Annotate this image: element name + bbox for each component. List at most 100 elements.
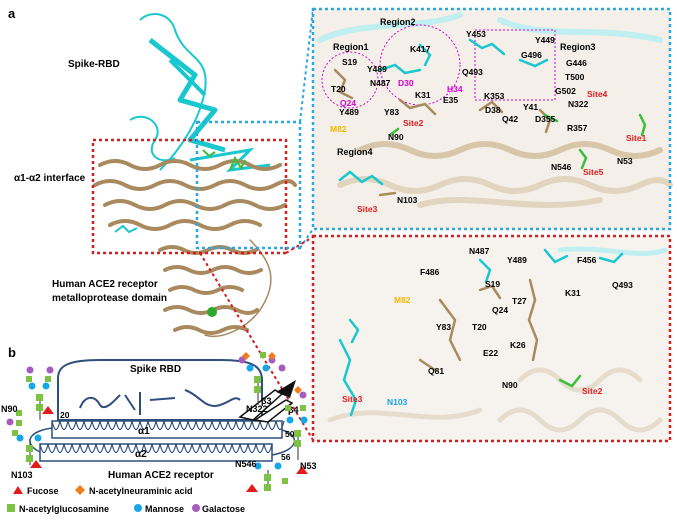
mannose-legend-icon: [134, 504, 142, 512]
residue-label: Y489: [367, 64, 387, 74]
residue-label: Y453: [466, 29, 486, 39]
site-label: Site5: [583, 167, 604, 177]
residue-label: D38: [485, 105, 501, 115]
region3-label: Region3: [560, 42, 596, 52]
residue-number-20: 20: [60, 410, 70, 420]
residue-label-highlight: D30: [398, 78, 414, 88]
inset-bottom: [313, 236, 670, 441]
glcnac-legend-icon: [7, 504, 15, 512]
ace2-label-line2: metalloprotease domain: [52, 293, 167, 304]
legend-fucose-label: Fucose: [27, 486, 59, 496]
inset-top-residue-labels: Y453 Y449 K417 G496 G446 S19 Y489 N487 Q…: [331, 29, 633, 205]
inset-top-frame: [311, 7, 672, 231]
inset-bottom-residue-labels: N487 Y489 F456 F486 S19 K31 Q493 T27 Q24…: [420, 246, 633, 390]
site-label: Site4: [587, 89, 608, 99]
region-circles: [321, 24, 461, 109]
panel-a-letter: a: [8, 6, 16, 21]
residue-label: N53: [617, 156, 633, 166]
helix-alpha1: [51, 420, 285, 439]
site-label: Site2: [582, 386, 603, 396]
connector-blue-bottom: [299, 228, 314, 249]
inset-bottom-ribbons: [327, 246, 668, 433]
residue-label: N90: [388, 132, 404, 142]
neuac-legend-icon: [75, 485, 85, 495]
residue-label: K353: [484, 91, 505, 101]
inset-top-ribbons: [317, 12, 673, 208]
connector-red-top: [285, 236, 314, 254]
residue-label: Q81: [428, 366, 444, 376]
residue-label: N487: [370, 78, 391, 88]
residue-label: R357: [567, 123, 588, 133]
glycan-tree-n53: [285, 386, 308, 474]
site-label: Site2: [403, 118, 424, 128]
residue-label: Y83: [384, 107, 399, 117]
glycan-tree-n90: [16, 366, 54, 426]
interface-label: α1-α2 interface: [14, 173, 86, 184]
residue-label: Y489: [507, 255, 527, 265]
residue-label: N487: [469, 246, 490, 256]
inset-top: [313, 9, 673, 229]
helix-alpha2: [39, 443, 273, 462]
residue-label-m82: M82: [330, 124, 347, 134]
residue-label: D355: [535, 114, 556, 124]
residue-label: Q493: [612, 280, 633, 290]
inset-bottom-sticks: [338, 248, 624, 417]
panel-b-cartoon: Spike RBD α1 α2 Human ACE2 receptor β3 β…: [1, 352, 317, 514]
region4-label: Region4: [337, 147, 373, 157]
residue-label: G496: [521, 50, 542, 60]
receptor-label: Human ACE2 receptor: [108, 470, 214, 481]
inset-bottom-background: [313, 236, 670, 441]
residue-number-50: 50: [285, 429, 295, 439]
residue-label: K26: [510, 340, 526, 350]
residue-label: Q24: [492, 305, 508, 315]
alpha1-label: α1: [138, 426, 150, 437]
site-label: Site3: [357, 204, 378, 214]
ace2-structure: [93, 159, 297, 337]
beta-strands: [238, 380, 296, 423]
residue-label: T20: [472, 322, 487, 332]
residue-label: Q42: [502, 114, 518, 124]
zinc-ion: [207, 307, 217, 317]
spike-fold: [79, 389, 241, 415]
inset-top-sticks: [333, 38, 647, 197]
region1-label: Region1: [333, 42, 369, 52]
residue-label: F486: [420, 267, 440, 277]
residue-number-56: 56: [281, 452, 291, 462]
residue-label: T500: [565, 72, 585, 82]
residue-label: N90: [502, 380, 518, 390]
residue-label: Q493: [462, 67, 483, 77]
residue-label: E22: [483, 348, 498, 358]
legend-galactose-label: Galactose: [202, 504, 245, 514]
residue-label: S19: [485, 279, 500, 289]
connector-red-bottom: [199, 252, 314, 441]
glycan-tree-n546: [246, 462, 288, 492]
inset-bottom-frame: [311, 234, 672, 443]
residue-label: F456: [577, 255, 597, 265]
galactose-legend-icon: [192, 504, 200, 512]
residue-label: K31: [415, 90, 431, 100]
residue-label: T27: [512, 296, 527, 306]
ace2-label-line1: Human ACE2 receptor: [52, 279, 158, 290]
fucose-legend-icon: [13, 486, 23, 494]
residue-label: E35: [443, 95, 458, 105]
legend-glcnac-label: N-acetylglucosamine: [19, 504, 109, 514]
residue-label: Y41: [523, 102, 538, 112]
residue-label: Y449: [535, 35, 555, 45]
glycan-site-label: N53: [300, 461, 317, 471]
glycan-sticks-left: [114, 149, 246, 234]
connector-blue-top: [299, 8, 314, 123]
region2-label: Region2: [380, 17, 416, 27]
glycan-site-label: N103: [11, 470, 33, 480]
site-label: Site3: [342, 394, 363, 404]
residue-label-m82-bottom: M82: [394, 295, 411, 305]
residue-label-highlight: Q24: [340, 98, 356, 108]
region3-box: [474, 29, 556, 101]
glycan-tree-n322: [238, 352, 286, 405]
glycan-legend: Fucose N-acetylneuraminic acid N-acetylg…: [7, 485, 245, 514]
residue-label: N322: [568, 99, 589, 109]
spike-rbd-cartoon-label: Spike RBD: [130, 364, 181, 375]
residue-label: G502: [555, 86, 576, 96]
spike-rbd-structure: [129, 13, 271, 173]
inset-top-site-labels: Site2 Site4 Site1 Site5 Site3: [357, 89, 647, 214]
